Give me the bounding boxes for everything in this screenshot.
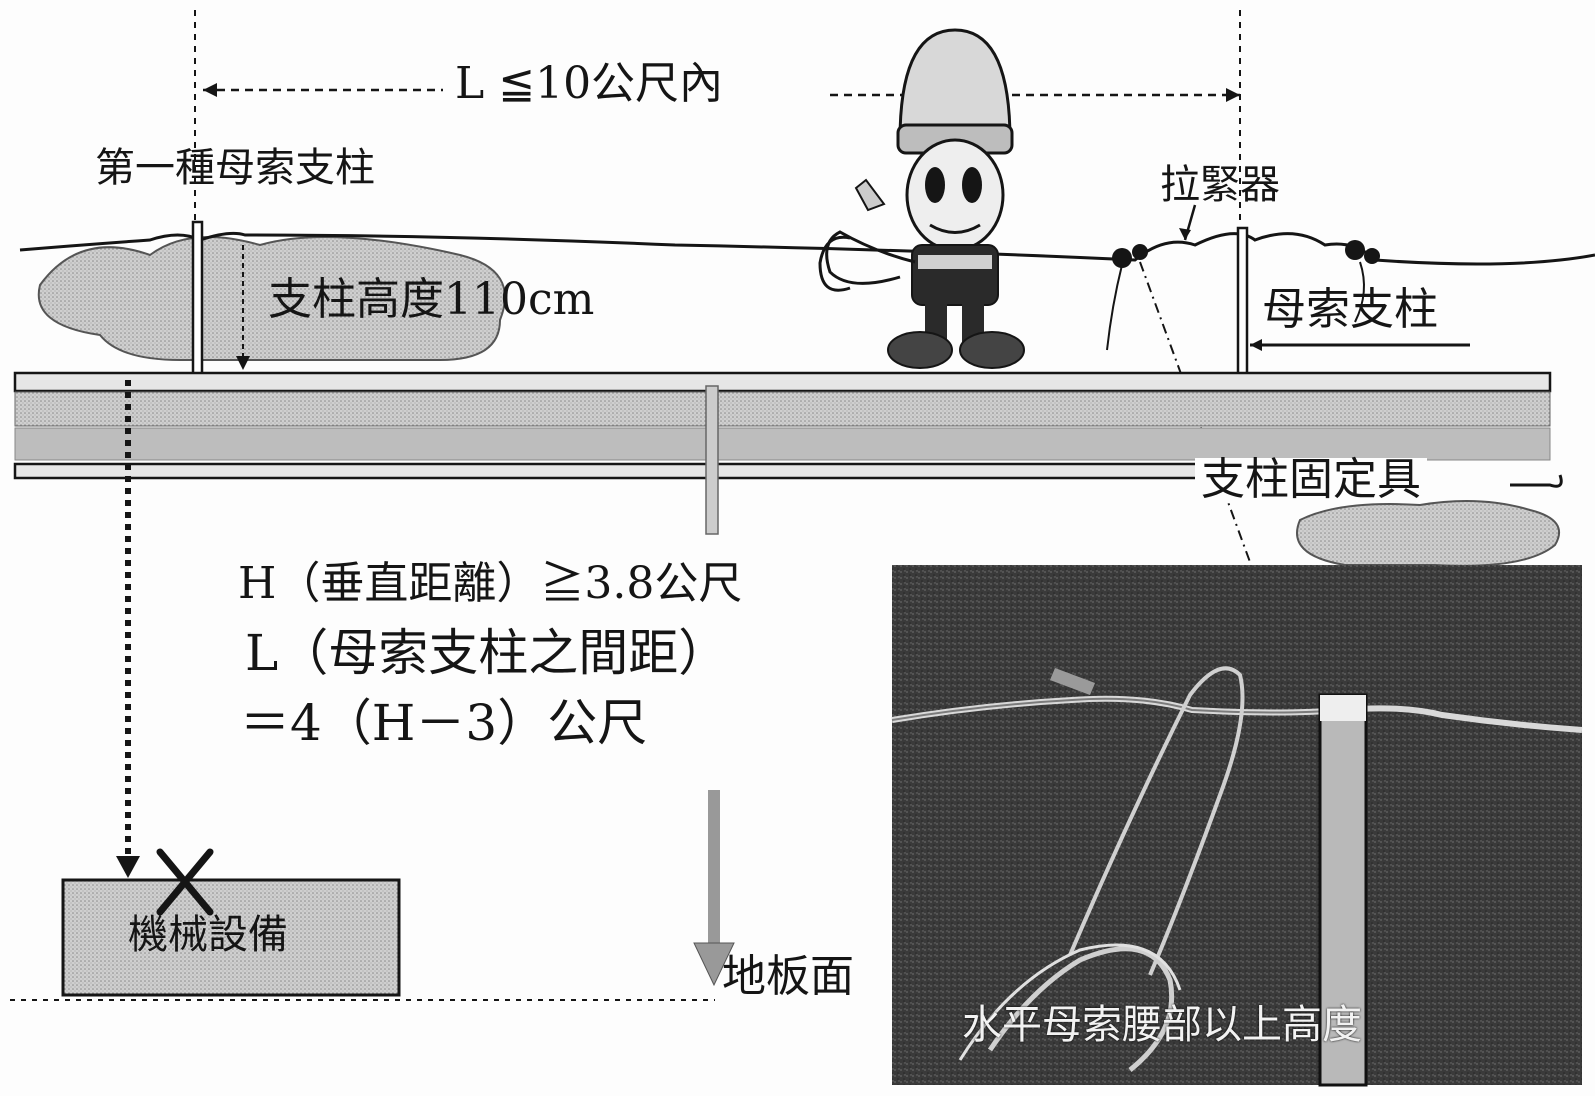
photo-inset — [891, 565, 1583, 1087]
formula-eq: ＝4（H－3）公尺 — [240, 694, 648, 752]
x-mark-icon — [156, 848, 214, 916]
worker-figure — [818, 28, 1025, 369]
post-height-dimension — [236, 245, 250, 370]
machine-box — [61, 848, 401, 997]
machine-label: 機械設備 — [128, 912, 288, 958]
floor-label: 地板面 — [722, 951, 854, 1002]
steel-beam — [13, 371, 1552, 535]
post-clamp-pointer — [1250, 339, 1563, 488]
formula-h: H（垂直距離）≧3.8公尺 — [238, 558, 743, 609]
span-limit-label: L ≦10公尺內 — [455, 58, 724, 109]
tensioner-label: 拉緊器 — [1160, 162, 1280, 208]
photo-caption: 水平母索腰部以上高度 — [962, 1002, 1362, 1048]
lifeline-post-label: 母索支柱 — [1262, 284, 1438, 335]
first-post-label: 第一種母索支柱 — [95, 145, 375, 191]
post-clamp-label: 支柱固定具 — [1195, 458, 1427, 502]
cloud-shapes — [37, 236, 1561, 567]
vertical-distance-arrow — [693, 790, 735, 987]
fall-path-arrow — [116, 380, 140, 878]
post-height-label: 支柱高度110cm — [268, 274, 595, 325]
span-dimension — [194, 10, 1241, 225]
formula-l: L（母索支柱之間距） — [245, 624, 729, 682]
